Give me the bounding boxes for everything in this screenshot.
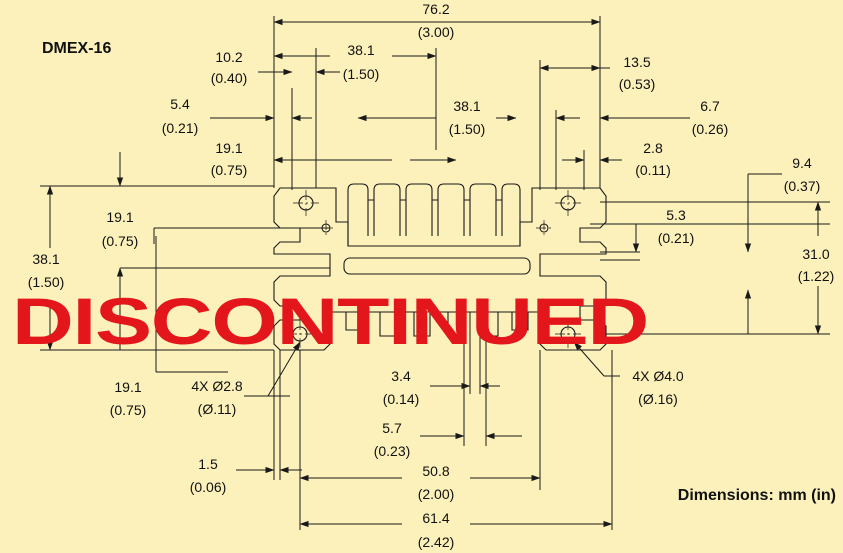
dim-mm: 5.4 — [170, 96, 190, 112]
dim-61-4: 61.4 (2.42) — [418, 510, 455, 550]
dim-mm: 1.5 — [198, 456, 218, 472]
dim-holes-small: 4X Ø2.8 (Ø.11) — [191, 378, 243, 417]
bottom-fins — [345, 312, 529, 337]
profile-outline — [273, 187, 607, 351]
dim-mm: 38.1 — [32, 251, 59, 267]
dim-9-4: 9.4 (0.37) — [784, 155, 821, 194]
dim-5-3: 5.3 (0.21) — [658, 207, 695, 246]
dim-mm: 19.1 — [215, 140, 242, 156]
dim-mm: 76.2 — [422, 1, 449, 17]
dim-mm: 38.1 — [453, 98, 480, 114]
dim-in: (Ø.11) — [198, 401, 237, 417]
dim-mm: 38.1 — [347, 42, 374, 58]
dim-76-2: 76.2 (3.00) — [418, 1, 455, 40]
extension-lines — [40, 16, 830, 530]
dim-5-7: 5.7 (0.23) — [374, 420, 411, 459]
dim-in: (3.00) — [418, 24, 455, 40]
center-web — [343, 257, 531, 275]
dim-mm: 6.7 — [700, 98, 720, 114]
dim-mm: 5.3 — [666, 207, 686, 223]
dim-19-1-top: 19.1 (0.75) — [211, 140, 248, 178]
dim-19-1-bottom: 19.1 (0.75) — [110, 379, 147, 418]
dim-in: (0.53) — [619, 76, 656, 92]
dim-in: (2.42) — [418, 534, 455, 550]
dim-in: (Ø.16) — [638, 391, 678, 407]
dim-13-5: 13.5 (0.53) — [619, 54, 656, 92]
dim-in: (0.14) — [383, 391, 420, 407]
dim-mm: 50.8 — [422, 463, 449, 479]
dim-in: (0.75) — [110, 402, 147, 418]
dim-mm: 4X Ø2.8 — [191, 378, 243, 394]
dim-5-4: 5.4 (0.21) — [162, 96, 199, 136]
dim-in: (0.75) — [102, 233, 139, 249]
units-note: Dimensions: mm (in) — [678, 487, 836, 504]
dim-38-1-top: 38.1 (1.50) — [343, 42, 380, 82]
dim-in: (0.26) — [692, 121, 729, 137]
dim-mm: 19.1 — [106, 209, 133, 225]
dim-19-1-left: 19.1 (0.75) — [102, 209, 139, 249]
dim-in: (0.06) — [190, 479, 227, 495]
dim-in: (1.50) — [449, 121, 486, 137]
dim-6-7: 6.7 (0.26) — [692, 98, 729, 137]
dim-in: (1.50) — [343, 66, 380, 82]
dim-1-5: 1.5 (0.06) — [190, 456, 227, 495]
dim-mm: 61.4 — [422, 510, 449, 526]
dim-2-8: 2.8 (0.11) — [635, 140, 671, 178]
dim-in: (0.37) — [784, 178, 821, 194]
dimension-lines — [46, 18, 822, 528]
dim-mm: 2.8 — [643, 140, 663, 156]
dim-in: (1.50) — [28, 274, 65, 290]
dim-mm: 3.4 — [391, 368, 411, 384]
dim-mm: 9.4 — [792, 155, 812, 171]
dim-mm: 4X Ø4.0 — [632, 368, 684, 384]
dim-in: (0.75) — [211, 162, 248, 178]
dim-38-1-mid: 38.1 (1.50) — [449, 98, 486, 137]
fin-gaps — [367, 200, 503, 236]
dim-3-4: 3.4 (0.14) — [383, 368, 420, 407]
dim-38-1-vertical: 38.1 (1.50) — [28, 251, 65, 290]
dim-in: (2.00) — [418, 486, 455, 502]
dim-in: (1.22) — [798, 268, 835, 284]
dim-holes-large: 4X Ø4.0 (Ø.16) — [632, 368, 684, 407]
top-fins — [347, 183, 521, 246]
dim-mm: 19.1 — [114, 379, 141, 395]
dim-in: (0.23) — [374, 443, 411, 459]
dim-mm: 10.2 — [215, 49, 242, 65]
dim-50-8: 50.8 (2.00) — [418, 463, 455, 502]
discontinued-stamp: DISCONTINUED — [12, 284, 648, 358]
dim-in: (0.11) — [635, 162, 671, 178]
dim-mm: 13.5 — [623, 54, 650, 70]
dim-in: (0.40) — [211, 70, 248, 86]
dim-in: (0.21) — [162, 120, 199, 136]
dim-31-0: 31.0 (1.22) — [798, 246, 835, 284]
dim-in: (0.21) — [658, 230, 695, 246]
dim-mm: 5.7 — [382, 420, 402, 436]
dim-10-2: 10.2 (0.40) — [211, 49, 248, 86]
dim-mm: 31.0 — [802, 246, 829, 262]
model-title: DMEX-16 — [42, 40, 111, 57]
